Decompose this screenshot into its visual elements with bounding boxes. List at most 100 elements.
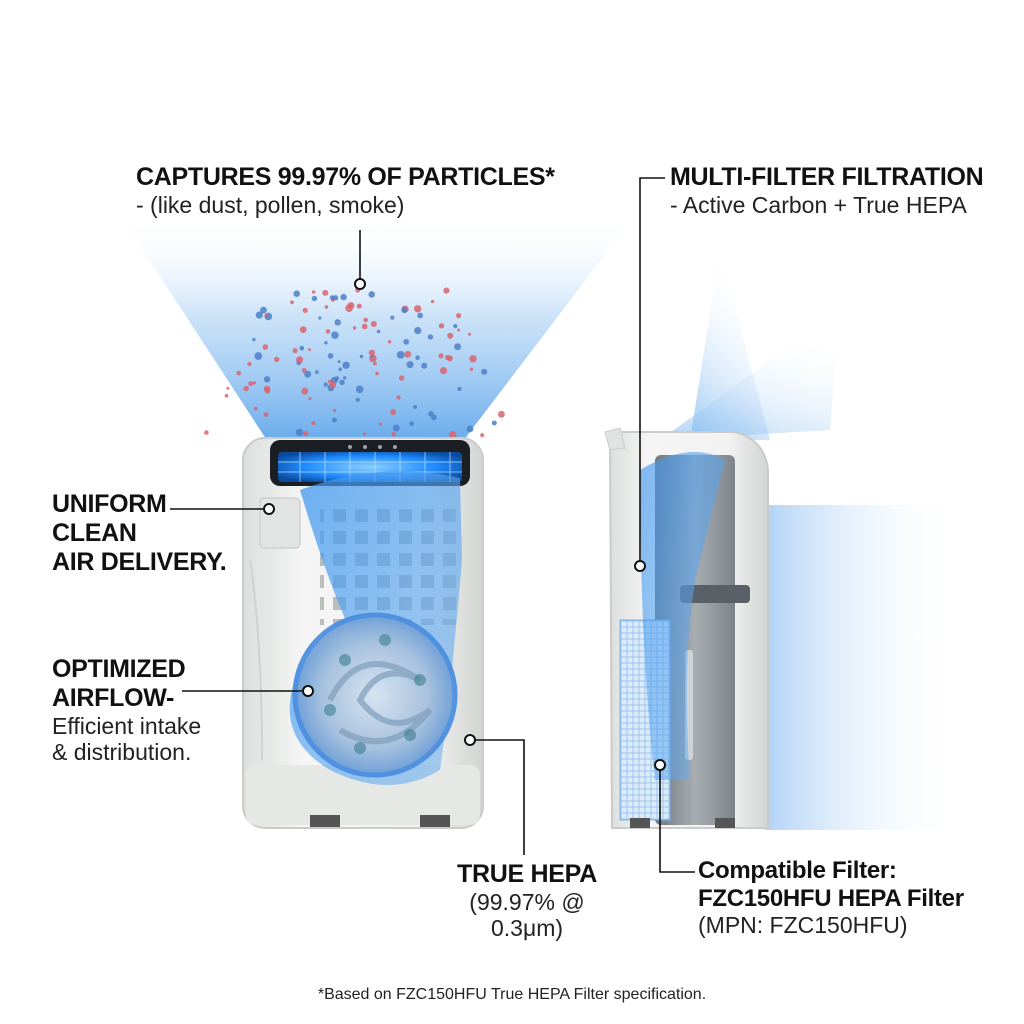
particle	[339, 379, 345, 385]
particle	[290, 300, 294, 305]
multi-sub: - Active Carbon + True HEPA	[670, 191, 967, 218]
particle	[447, 332, 454, 339]
particle	[438, 323, 445, 329]
particle	[469, 367, 474, 371]
particle	[352, 326, 357, 330]
swirl-fan-icon	[292, 612, 458, 778]
particle	[243, 385, 249, 392]
particle	[427, 334, 434, 340]
callout-true-hepa: TRUE HEPA (99.97% @ 0.3μm)	[432, 860, 622, 942]
particle	[343, 376, 347, 380]
particle	[263, 385, 271, 392]
particle	[370, 355, 374, 358]
callout-multi-filter: MULTI-FILTER FILTRATION - Active Carbon …	[670, 163, 984, 218]
particle	[252, 337, 256, 342]
particle	[255, 311, 263, 319]
airflow-cone-right-b	[660, 310, 840, 440]
particle	[337, 360, 341, 364]
compat-line-1: Compatible Filter:	[698, 857, 897, 884]
particle	[466, 425, 474, 433]
leader-lines	[170, 177, 695, 873]
particle	[295, 428, 304, 437]
particle	[448, 431, 457, 439]
particle	[340, 293, 347, 301]
particle	[498, 410, 505, 418]
particle	[378, 422, 383, 426]
particle	[390, 315, 395, 320]
particle	[311, 421, 316, 426]
optimized-sub-2: & distribution.	[52, 738, 192, 765]
particle	[406, 361, 414, 369]
particle	[323, 382, 328, 387]
particle	[304, 370, 312, 378]
particle	[334, 319, 341, 326]
compat-line-2: FZC150HFU HEPA Filter	[698, 884, 964, 912]
particle	[328, 381, 337, 389]
optimized-line-2: AIRFLOW-	[52, 683, 175, 712]
airflow-ribbon-side	[640, 452, 725, 780]
particle	[403, 338, 410, 345]
particle	[263, 412, 269, 417]
particle	[399, 375, 405, 381]
particle	[260, 306, 267, 314]
particle	[263, 376, 271, 383]
particle	[370, 321, 377, 327]
particle	[387, 340, 392, 344]
callout-compatible-filter: Compatible Filter: FZC150HFU HEPA Filter…	[698, 857, 1008, 939]
particle	[414, 327, 422, 335]
particle	[226, 386, 230, 390]
particle	[368, 291, 376, 298]
particle	[331, 331, 339, 340]
callout-uniform: UNIFORM CLEAN AIR DELIVERY.	[52, 490, 252, 576]
captures-sub: - (like dust, pollen, smoke)	[136, 191, 405, 218]
particle	[373, 361, 377, 366]
particle	[439, 367, 448, 375]
particle	[355, 385, 364, 394]
particle	[299, 326, 307, 333]
uniform-line-1: UNIFORM	[52, 490, 167, 518]
particle	[308, 348, 311, 352]
particle	[274, 356, 280, 363]
particle	[262, 344, 269, 350]
particle	[413, 405, 418, 409]
particle	[247, 361, 252, 367]
particle	[368, 349, 376, 357]
footnote: *Based on FZC150HFU True HEPA Filter spe…	[317, 986, 707, 1003]
optimized-line-1: OPTIMIZED	[52, 655, 186, 683]
particle	[248, 381, 254, 387]
particle	[417, 312, 423, 319]
particle	[303, 430, 309, 436]
particle	[204, 430, 209, 435]
true-hepa-heading: TRUE HEPA	[457, 860, 597, 888]
particle	[481, 368, 488, 375]
particle	[299, 345, 305, 351]
particle	[327, 353, 334, 359]
particle	[457, 328, 461, 332]
air-purifier-side-view	[604, 427, 769, 829]
particle	[396, 395, 401, 400]
particle	[421, 362, 428, 369]
particle	[296, 356, 304, 364]
particle	[318, 316, 322, 320]
callout-dots	[263, 278, 666, 771]
particle	[324, 341, 328, 345]
particle	[445, 354, 451, 361]
compat-sub: (MPN: FZC150HFU)	[698, 912, 908, 939]
particle	[311, 290, 316, 294]
particle	[361, 323, 368, 330]
particle	[362, 432, 367, 436]
particle	[324, 305, 329, 309]
particle	[224, 393, 229, 398]
particle	[347, 302, 355, 309]
callout-captures: CAPTURES 99.97% OF PARTICLES* - (like du…	[136, 163, 555, 218]
particle	[456, 313, 462, 319]
particle	[301, 387, 309, 395]
particle	[391, 431, 397, 437]
particle	[404, 350, 412, 358]
captures-heading: CAPTURES 99.97% OF PARTICLES*	[136, 163, 555, 191]
particle	[325, 329, 331, 334]
particle	[293, 290, 301, 298]
uniform-line-2: CLEAN	[52, 518, 137, 547]
particle	[414, 305, 422, 313]
